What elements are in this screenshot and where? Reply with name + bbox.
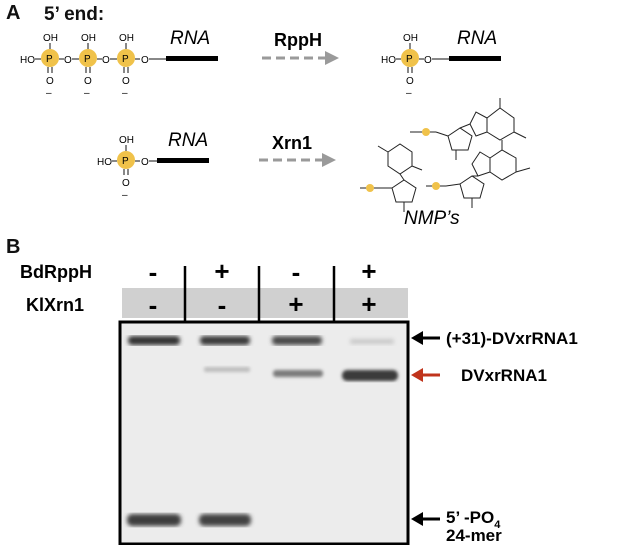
svg-text:O: O bbox=[64, 55, 72, 66]
gel-figure: BdRppH KlXrn1 - + - + - - + + bbox=[20, 256, 578, 545]
xrn1-header-band bbox=[122, 288, 408, 318]
bottom-band-label-line2: 24-mer bbox=[446, 526, 502, 545]
lane2-rpph-sign: + bbox=[214, 256, 229, 286]
svg-text:–: – bbox=[84, 88, 90, 99]
svg-text:–: – bbox=[46, 88, 52, 99]
gel-background bbox=[118, 320, 410, 545]
lane3-xrn1-sign: + bbox=[288, 289, 303, 319]
monophosphate-substrate: HO P OH O – O bbox=[97, 135, 157, 201]
ho-label: HO bbox=[20, 55, 35, 66]
panel-a-letter: A bbox=[6, 2, 21, 24]
lane4-rpph-sign: + bbox=[361, 256, 376, 286]
klxrn1-row-label: KlXrn1 bbox=[26, 295, 84, 315]
svg-text:P: P bbox=[122, 156, 129, 167]
rna-strand-1 bbox=[166, 56, 218, 61]
bottom-band-label-line1: 5’ -PO4 bbox=[446, 508, 501, 531]
lane3-rpph-sign: - bbox=[292, 257, 301, 287]
svg-text:P: P bbox=[406, 54, 413, 65]
svg-text:HO: HO bbox=[381, 55, 396, 66]
phosphate-circle-1 bbox=[41, 49, 59, 67]
svg-text:OH: OH bbox=[119, 135, 134, 146]
rna-strand-3 bbox=[157, 158, 209, 163]
lane2-xrn1-sign: - bbox=[218, 290, 227, 320]
top-band-arrow bbox=[411, 331, 440, 345]
svg-text:HO: HO bbox=[97, 157, 112, 168]
svg-text:P: P bbox=[84, 54, 91, 65]
svg-text:–: – bbox=[122, 88, 128, 99]
rna-label-3: RNA bbox=[168, 130, 208, 151]
rpph-label: RppH bbox=[274, 30, 322, 50]
svg-text:O: O bbox=[46, 76, 54, 87]
svg-text:O: O bbox=[84, 76, 92, 87]
top-bands bbox=[128, 336, 394, 345]
bdrpph-row-label: BdRppH bbox=[20, 262, 92, 282]
lane4-xrn1-sign: + bbox=[361, 289, 376, 319]
svg-text:O: O bbox=[141, 55, 149, 66]
monophosphate-product: HO P OH O – O bbox=[381, 33, 449, 99]
svg-text:OH: OH bbox=[119, 33, 134, 44]
panel-b-letter: B bbox=[6, 236, 21, 258]
svg-text:OH: OH bbox=[403, 33, 418, 44]
nmp-phosphate-dots bbox=[366, 128, 440, 192]
lane1-xrn1-sign: - bbox=[149, 290, 158, 320]
middle-band-label: DVxrRNA1 bbox=[461, 366, 547, 385]
rna-strand-2 bbox=[449, 56, 501, 61]
xrn1-label: Xrn1 bbox=[272, 133, 312, 153]
svg-text:O: O bbox=[424, 55, 432, 66]
five-prime-end-label: 5’ end: bbox=[44, 4, 105, 25]
middle-band-arrow bbox=[411, 368, 440, 382]
svg-text:O: O bbox=[122, 76, 130, 87]
phosphate-circle-3 bbox=[117, 49, 135, 67]
nmp-structures bbox=[360, 98, 531, 212]
lane-dividers bbox=[183, 266, 336, 322]
rna-label-2: RNA bbox=[457, 28, 497, 49]
top-band-label: (+31)-DVxrRNA1 bbox=[446, 329, 578, 348]
svg-text:P: P bbox=[46, 54, 53, 65]
phosphate-circle-2 bbox=[79, 49, 97, 67]
middle-bands bbox=[204, 367, 398, 381]
lane1-rpph-sign: - bbox=[149, 257, 158, 287]
svg-text:O: O bbox=[141, 157, 149, 168]
svg-text:OH: OH bbox=[43, 33, 58, 44]
rna-label-1: RNA bbox=[170, 28, 210, 49]
svg-text:–: – bbox=[406, 88, 412, 99]
bottom-bands bbox=[127, 514, 251, 526]
svg-text:O: O bbox=[406, 76, 414, 87]
panel-a-diagram: HO P OH O – O P OH O – O P OH O – O RNA … bbox=[20, 28, 531, 229]
svg-text:O: O bbox=[102, 55, 110, 66]
nmps-label: NMP’s bbox=[404, 208, 460, 229]
svg-text:P: P bbox=[122, 54, 129, 65]
svg-text:OH: OH bbox=[81, 33, 96, 44]
svg-text:–: – bbox=[122, 190, 128, 201]
bottom-band-arrow bbox=[411, 512, 440, 526]
svg-text:O: O bbox=[122, 178, 130, 189]
triphosphate-group: HO P OH O – O P OH O – O P OH O – O bbox=[20, 33, 166, 99]
